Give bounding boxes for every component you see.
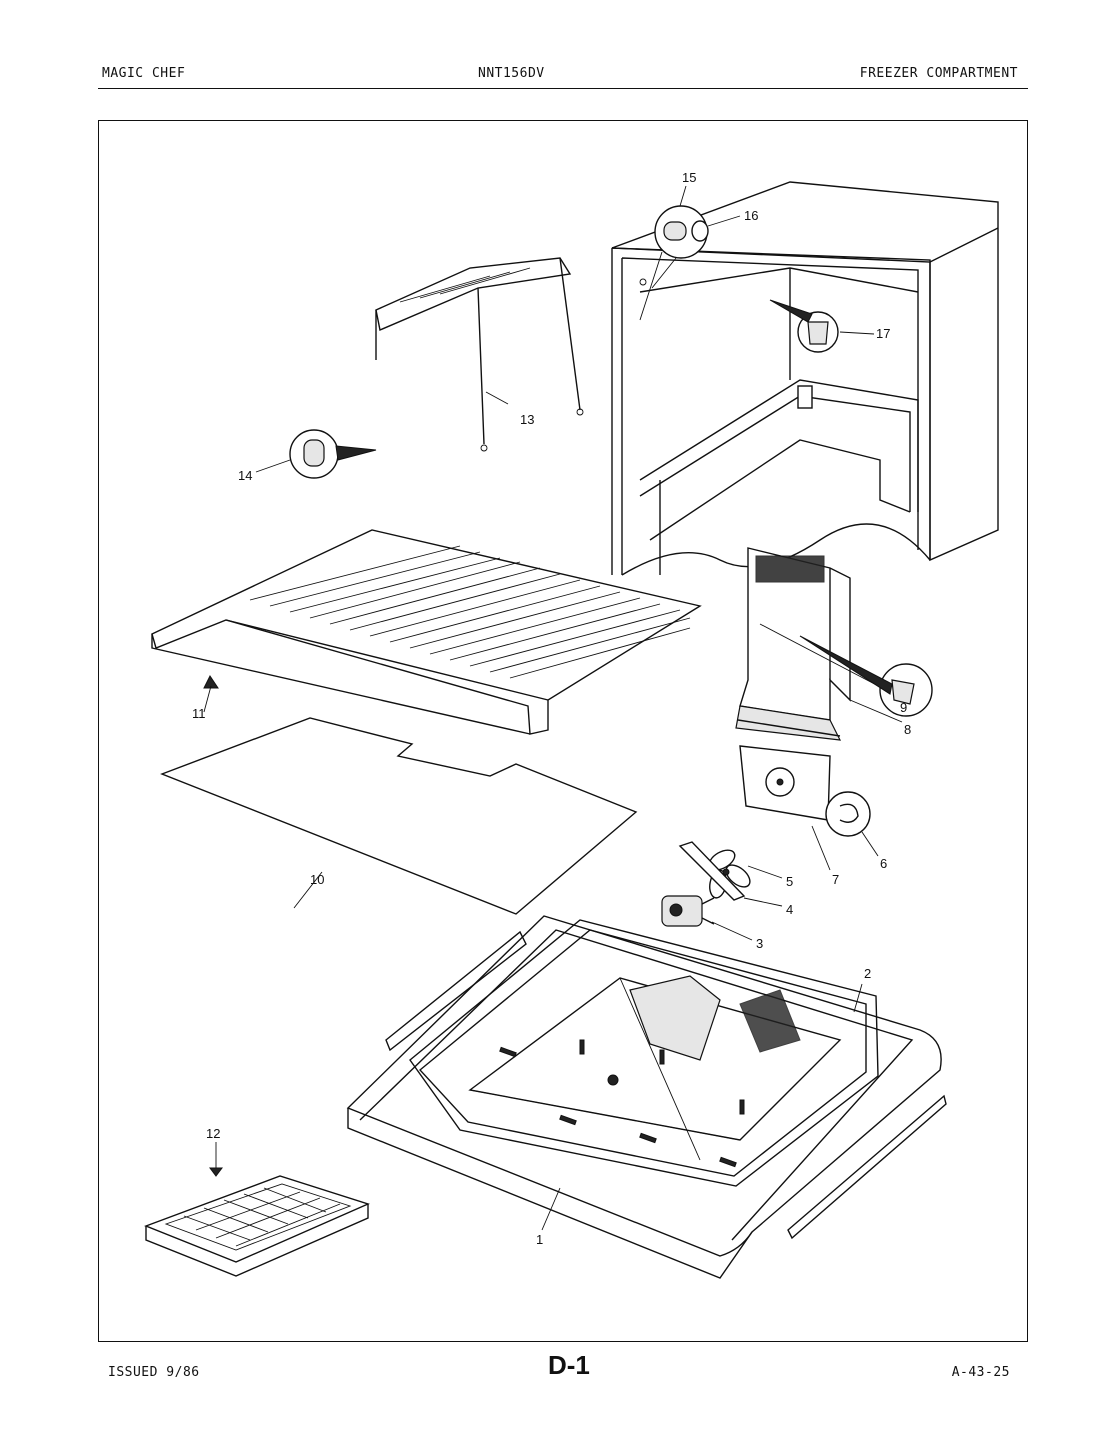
- callout-2: 2: [864, 966, 871, 981]
- part-11-wire-shelf: [151, 529, 702, 735]
- footer-doc-number: A-43-25: [951, 1365, 1010, 1380]
- part-10-panel: [160, 717, 638, 915]
- header-brand: MAGIC CHEF: [102, 66, 186, 81]
- header-section: FREEZER COMPARTMENT: [859, 66, 1018, 81]
- diagram-frame: [98, 120, 1028, 1342]
- header-model: NNT156DV: [478, 66, 545, 81]
- callout-11: 11: [192, 706, 206, 721]
- callout-1: 1: [536, 1232, 543, 1247]
- callout-10: 10: [310, 872, 324, 887]
- callout-13: 13: [520, 412, 534, 427]
- rivet-detail-9: [799, 635, 933, 717]
- footer-issued: ISSUED 9/86: [108, 1365, 200, 1380]
- callout-labels: 1 2 3 4 5 6 7 8 9 10 11 12 13 14 15 16 1…: [192, 170, 911, 1247]
- page-code: D-1: [548, 1350, 590, 1380]
- callout-9: 9: [900, 700, 907, 715]
- callout-17: 17: [876, 326, 890, 341]
- callout-14: 14: [238, 468, 252, 483]
- leader-lines: [255, 185, 903, 1231]
- grommet-detail-14: [289, 429, 377, 479]
- part-7-fan-bracket: [739, 745, 831, 821]
- part-2-liner-and-part-1-pan: [346, 915, 947, 1279]
- part-12-ice-tray: [144, 1175, 370, 1277]
- clip-detail-17: [769, 299, 839, 353]
- freezer-cabinet: [611, 181, 999, 576]
- callout-16: 16: [744, 208, 758, 223]
- header-rule: [98, 88, 1028, 89]
- callout-15: 15: [682, 170, 696, 185]
- callout-6: 6: [880, 856, 887, 871]
- part-8-fan-housing: [735, 547, 887, 741]
- callout-3: 3: [756, 936, 763, 951]
- callout-7: 7: [832, 872, 839, 887]
- leader-arrows: [203, 675, 223, 1177]
- callout-5: 5: [786, 874, 793, 889]
- callout-12: 12: [206, 1126, 220, 1141]
- callout-8: 8: [904, 722, 911, 737]
- callout-4: 4: [786, 902, 793, 917]
- part-13-duct-cover: [375, 257, 584, 452]
- grommet-detail-6: [825, 791, 871, 837]
- part-4-motor-bracket: [678, 841, 746, 901]
- part-3-fan-motor: [661, 895, 715, 927]
- bulb-socket-detail: [639, 205, 709, 321]
